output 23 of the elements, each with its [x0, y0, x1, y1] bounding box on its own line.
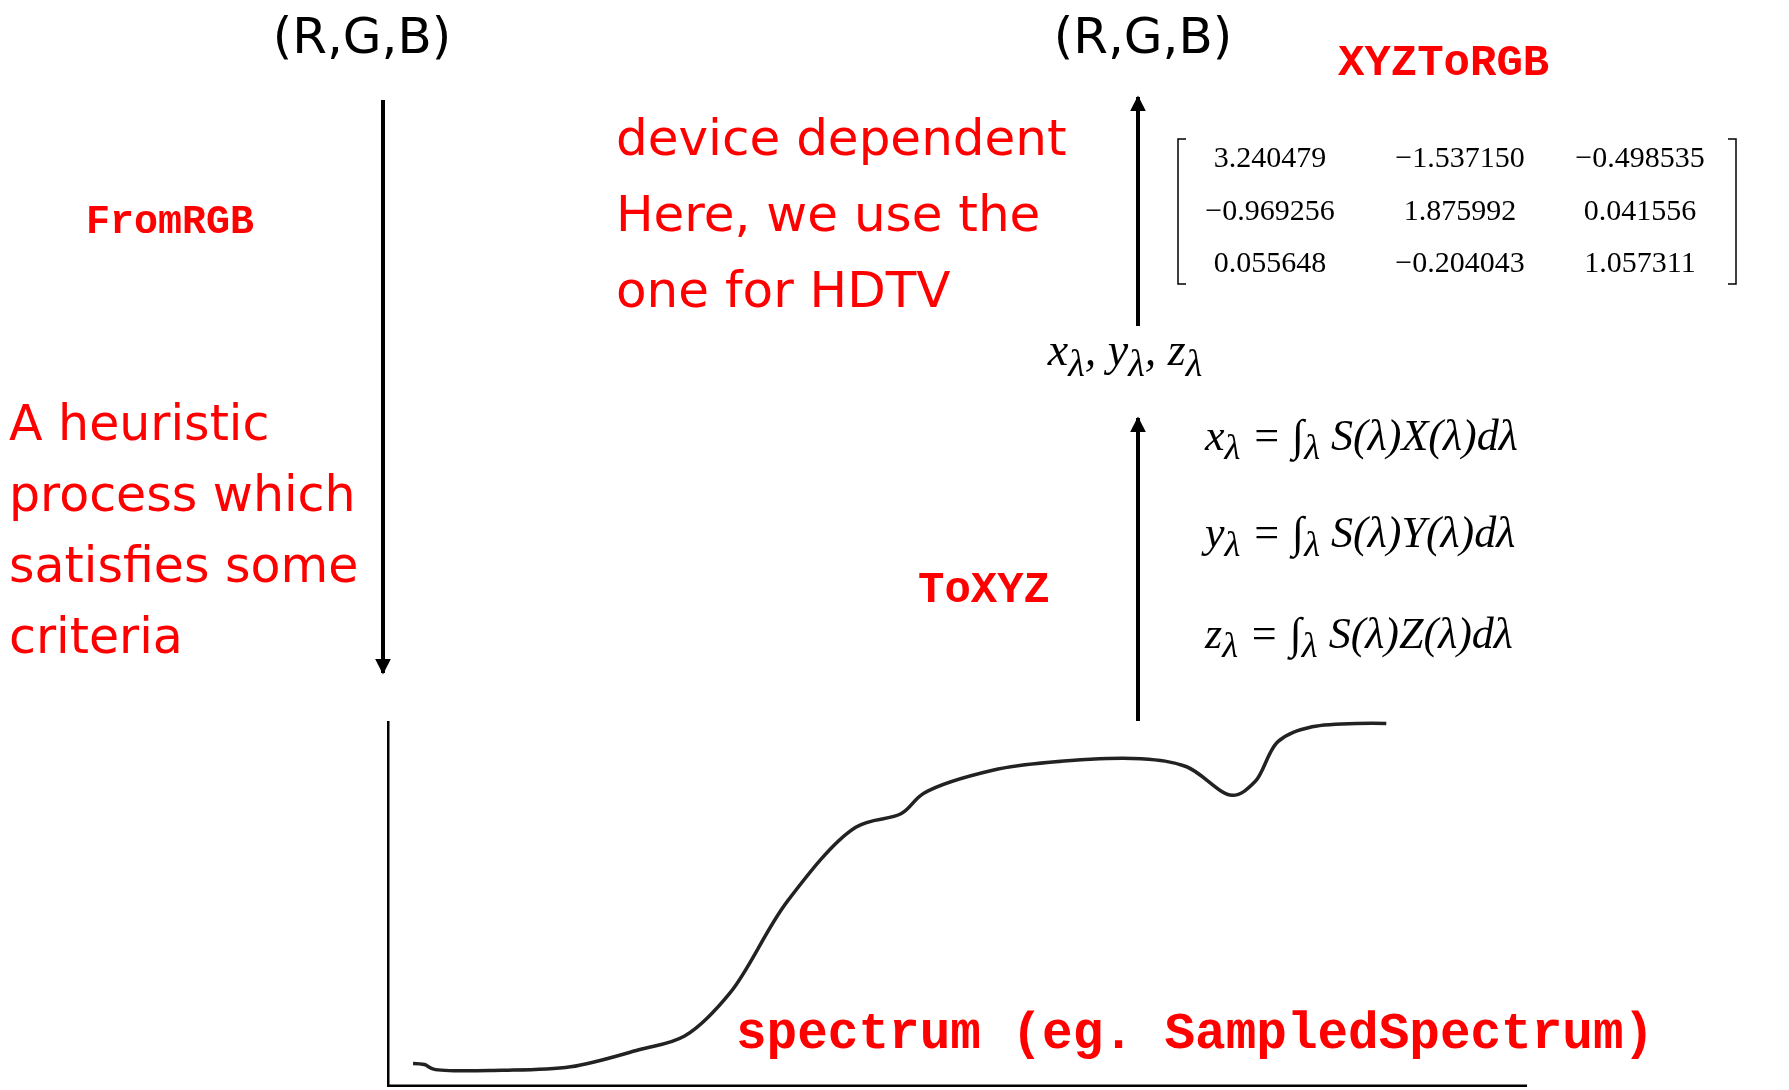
- xyz-label: x$_{λ}$, y$_{λ}$, z$_{λ}$: [1047, 323, 1203, 385]
- matrix-cell: 1.057311: [1584, 245, 1696, 279]
- equation: x$_{λ}$ = ∫$_{λ}$ S(λ)X(λ)dλ: [1205, 409, 1518, 469]
- spectrum-label: spectrum (eg. SampledSpectrum): [736, 1006, 1655, 1063]
- transform-name: XYZToRGB: [1338, 38, 1550, 88]
- rgb-label: (R,G,B): [272, 7, 452, 65]
- matrix-cell: −0.204043: [1395, 245, 1525, 279]
- arrow: [1130, 95, 1146, 326]
- arrow: [375, 100, 391, 675]
- matrix-cell: 0.055648: [1213, 245, 1327, 279]
- matrix-cell: 3.240479: [1213, 140, 1327, 174]
- matrix-cell: 1.875992: [1403, 193, 1517, 227]
- rgb-label: (R,G,B): [1053, 7, 1233, 65]
- matrix-cell: −0.969256: [1205, 193, 1335, 227]
- note-text: device dependent Here, we use the one for HDTV: [616, 108, 1068, 321]
- transform-name: ToXYZ: [918, 565, 1051, 615]
- arrow: [1130, 416, 1146, 721]
- equation: z$_{λ}$ = ∫$_{λ}$ S(λ)Z(λ)dλ: [1205, 607, 1513, 667]
- note-text: A heuristic process which satisfies some criteria: [9, 394, 360, 667]
- transform-name: FromRGB: [86, 200, 255, 245]
- matrix-cell: 0.041556: [1583, 193, 1697, 227]
- matrix-cell: −0.498535: [1575, 140, 1705, 174]
- matrix-cell: −1.537150: [1395, 140, 1525, 174]
